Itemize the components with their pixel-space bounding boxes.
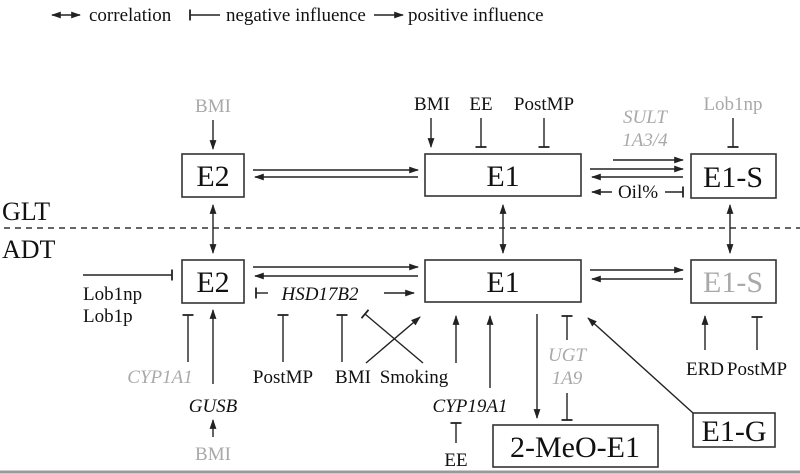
glt-e1-box	[424, 153, 582, 197]
legend-correlation: correlation	[89, 5, 172, 26]
glt-e2-box	[181, 153, 245, 198]
meo-e1-label: 2-MeO-E1	[510, 431, 640, 464]
smoking-inhibit-hsd	[360, 309, 424, 364]
glt-e2-label: E2	[196, 160, 229, 193]
adt-lob1p-label: Lob1p	[83, 306, 133, 327]
sult-label-line2: 1A3/4	[622, 130, 668, 151]
legend-positive: positive influence	[408, 5, 544, 26]
region-glt-label: GLT	[2, 197, 50, 226]
oil-label: Oil%	[618, 182, 658, 203]
e1g-box	[692, 412, 776, 448]
sult-label-line1: SULT	[623, 107, 668, 128]
glt-e2-bmi-label: BMI	[195, 96, 231, 117]
ugt-label-line2: 1A9	[552, 368, 583, 389]
gusb-label: GUSB	[189, 396, 238, 417]
bmi-to-e1-arrow	[365, 316, 421, 364]
adt-bmi-bottom-label: BMI	[195, 444, 231, 465]
glt-e1-label: E1	[486, 160, 519, 193]
e1g-to-e1-arrow	[587, 317, 694, 414]
adt-e1-box	[424, 259, 582, 303]
erd-label: ERD	[686, 359, 724, 380]
hsd-label: HSD17B2	[280, 284, 359, 305]
adt-bmi-label: BMI	[335, 367, 371, 388]
cyp19a1-label: CYP19A1	[433, 396, 508, 417]
smoking-label: Smoking	[380, 367, 449, 388]
adt-e1-label: E1	[486, 266, 519, 299]
glt-e1-bmi-label: BMI	[414, 94, 450, 115]
adt-e1s-label: E1-S	[703, 266, 763, 299]
adt-postmp-label: PostMP	[253, 367, 313, 388]
adt-e1s-box	[690, 259, 777, 304]
adt-lob1np-label: Lob1np	[83, 284, 142, 305]
meo-e1-box	[492, 424, 659, 468]
ugt-label-line1: UGT	[548, 345, 587, 366]
adt-e2-box	[181, 259, 245, 304]
adt-e2-label: E2	[196, 266, 229, 299]
glt-e1-postmp-label: PostMP	[514, 94, 574, 115]
glt-e1s-box	[690, 153, 777, 199]
cyp1a1-label: CYP1A1	[127, 367, 192, 388]
glt-e1-ee-label: EE	[469, 94, 492, 115]
ee-bottom-label: EE	[444, 450, 467, 471]
e1g-label: E1-G	[702, 415, 767, 448]
glt-e1s-label: E1-S	[703, 161, 763, 194]
legend-negative: negative influence	[226, 5, 366, 26]
adt-e1s-postmp-label: PostMP	[727, 359, 787, 380]
glt-lob1np-label: Lob1np	[703, 94, 762, 115]
region-adt-label: ADT	[2, 235, 56, 264]
legend: correlation negative influence positive …	[51, 5, 544, 26]
